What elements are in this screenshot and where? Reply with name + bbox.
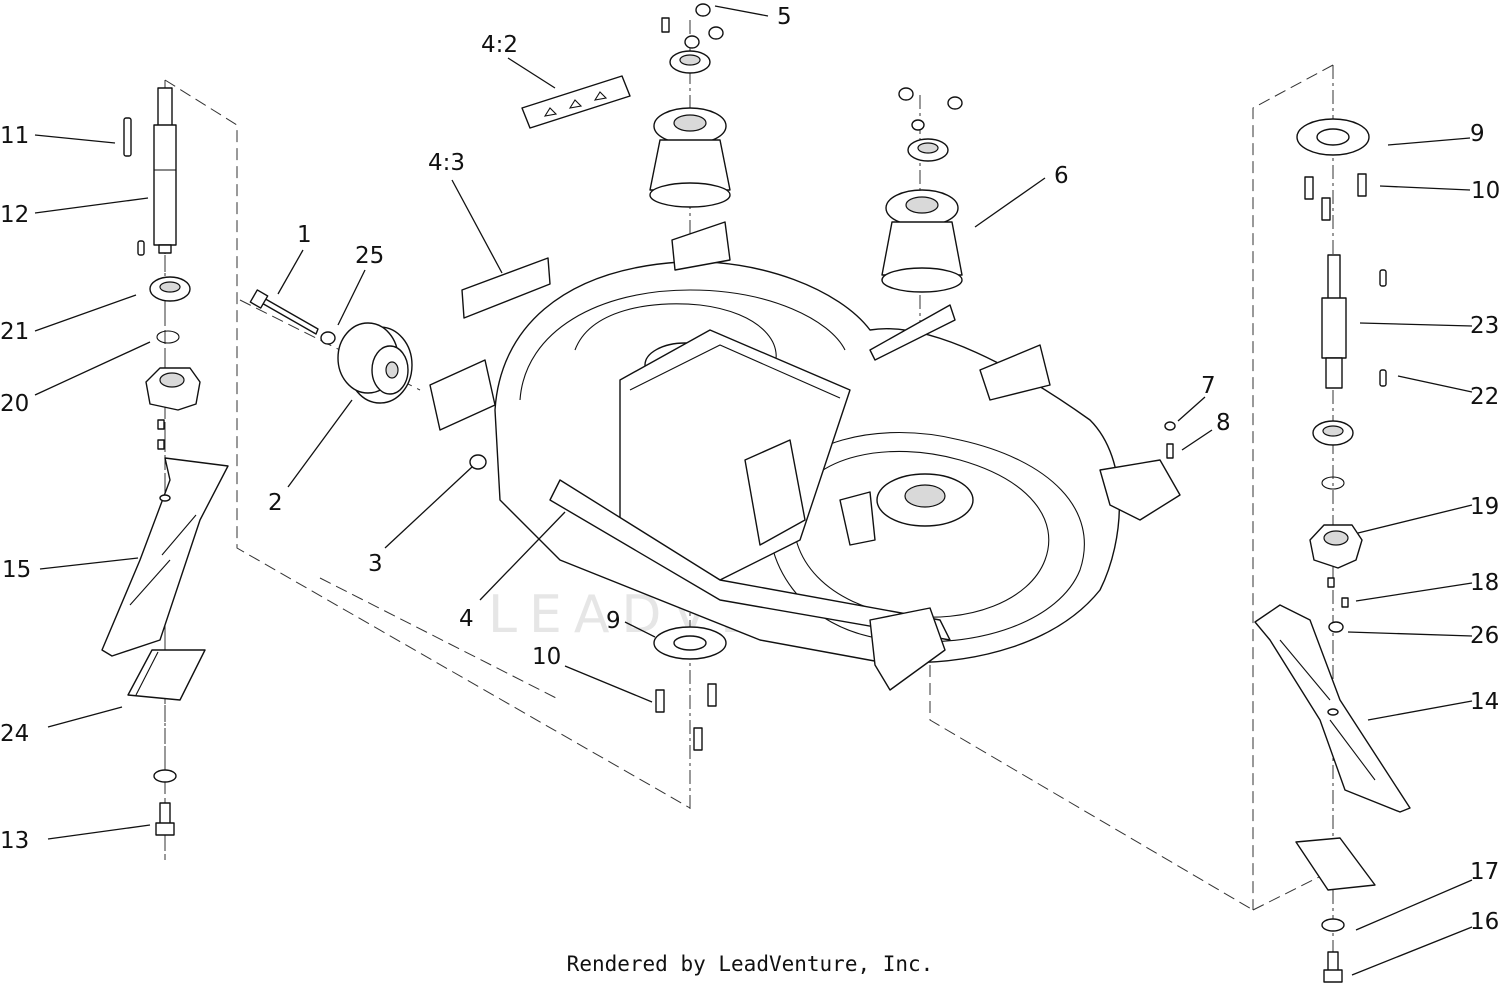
callout-10-right: 10 — [1471, 178, 1500, 204]
callout-18: 18 — [1470, 570, 1499, 596]
callout-7: 7 — [1201, 373, 1216, 399]
callout-14: 14 — [1470, 689, 1499, 715]
left-small-key — [137, 240, 145, 256]
center-bottom-ring — [653, 626, 727, 660]
left-small-screws — [157, 419, 165, 450]
callout-9-right: 9 — [1470, 121, 1485, 147]
deck-decal — [461, 257, 551, 319]
left-bearing — [149, 276, 191, 302]
callout-6: 6 — [1054, 163, 1069, 189]
callout-19: 19 — [1470, 494, 1499, 520]
center-spindle-bearing — [669, 50, 711, 74]
wheel-nut — [469, 454, 487, 470]
callout-26: 26 — [1470, 623, 1499, 649]
callout-5: 5 — [777, 4, 792, 30]
callout-24: 24 — [0, 721, 29, 747]
right-blade — [1254, 604, 1411, 813]
right-washer — [1321, 918, 1345, 932]
right-housing — [1309, 524, 1363, 569]
credit-line: Rendered by LeadVenture, Inc. — [566, 952, 934, 976]
callout-22: 22 — [1470, 384, 1499, 410]
callout-21: 21 — [0, 319, 29, 345]
callout-12: 12 — [0, 202, 29, 228]
mower-deck — [429, 221, 1181, 691]
callout-2: 2 — [268, 490, 283, 516]
left-retaining-ring — [156, 330, 180, 344]
leader-lines — [34, 5, 1473, 976]
warning-decal — [521, 75, 631, 129]
callout-1: 1 — [297, 222, 312, 248]
left-blade — [101, 457, 229, 657]
right-blade-adapter — [1295, 837, 1376, 891]
callout-13: 13 — [0, 828, 29, 854]
callout-16: 16 — [1470, 909, 1499, 935]
right-spindle-shaft — [1321, 254, 1347, 389]
top-nuts — [661, 3, 724, 49]
right-deck-nuts — [898, 87, 963, 131]
wheel-bolt — [249, 289, 319, 335]
left-housing — [145, 367, 201, 411]
callout-11: 11 — [0, 123, 29, 149]
deck-screw-washer — [1164, 421, 1176, 459]
center-bottom-bolts — [655, 683, 717, 751]
callout-9-center: 9 — [606, 608, 621, 634]
callout-23: 23 — [1470, 313, 1499, 339]
callout-20: 20 — [0, 391, 29, 417]
callout-labels: 11 12 21 20 15 24 13 1 25 2 3 4 4:2 4:3 … — [0, 4, 1500, 935]
right-deck-bearing — [907, 138, 949, 162]
callout-10-center: 10 — [532, 644, 561, 670]
right-keys — [1379, 269, 1387, 387]
anti-scalp-wheel — [337, 322, 413, 404]
right-retaining-ring — [1321, 476, 1345, 490]
right-top-ring — [1296, 118, 1370, 156]
left-washer — [153, 769, 177, 783]
callout-4: 4 — [459, 606, 474, 632]
center-spindle-housing — [649, 107, 731, 208]
right-blade-bolt — [1323, 951, 1343, 983]
callout-15: 15 — [2, 557, 31, 583]
right-bearing — [1312, 420, 1354, 446]
callout-8: 8 — [1216, 410, 1231, 436]
wheel-spacer — [320, 331, 336, 345]
callout-25: 25 — [355, 243, 384, 269]
left-blade-bolt — [155, 802, 175, 836]
callout-4-3: 4:3 — [428, 150, 465, 176]
callout-17: 17 — [1470, 859, 1499, 885]
left-blade-adapter — [127, 649, 206, 701]
right-small-screws — [1327, 577, 1349, 633]
callout-4-2: 4:2 — [481, 32, 518, 58]
left-key — [123, 117, 132, 157]
left-spindle-shaft — [153, 87, 177, 254]
right-top-bolts — [1304, 173, 1367, 221]
callout-3: 3 — [368, 551, 383, 577]
right-deck-spindle-housing — [881, 189, 963, 293]
